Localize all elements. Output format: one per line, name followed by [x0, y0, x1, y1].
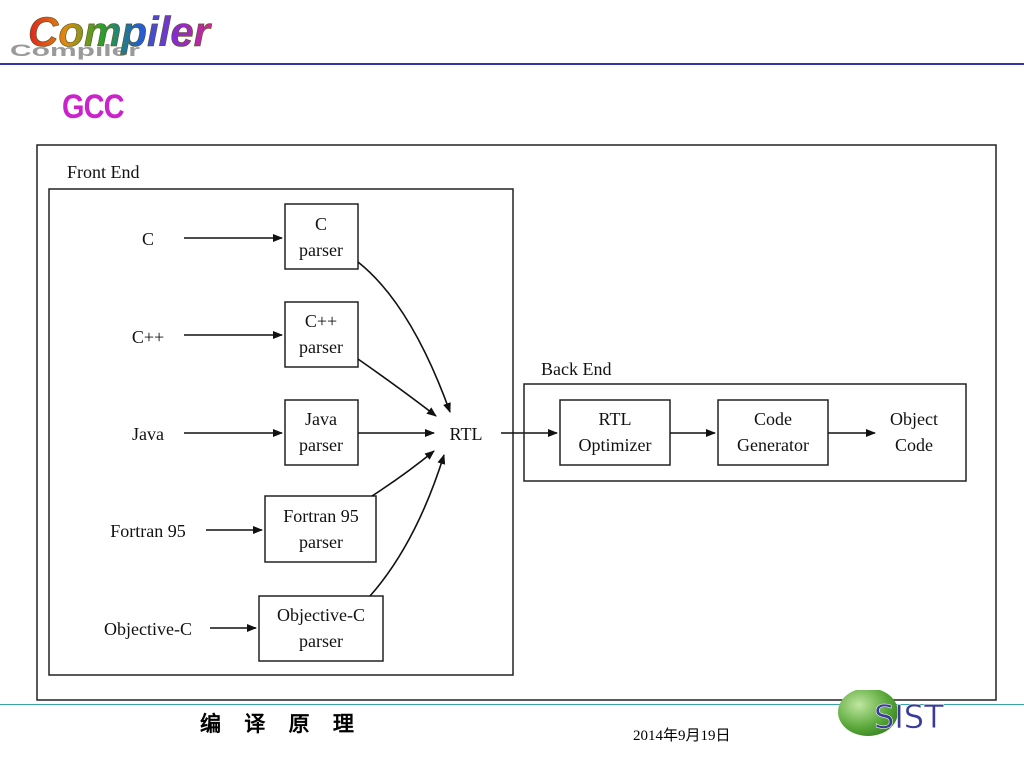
arrow-parser-to-rtl	[369, 454, 446, 597]
parser-name: Java	[305, 409, 337, 429]
parser-suffix: parser	[299, 337, 343, 357]
parser-suffix: parser	[299, 532, 343, 552]
slide-date: 2014年9月19日	[633, 728, 731, 744]
object-code-line2: Code	[895, 435, 933, 455]
language-label: C	[142, 229, 154, 249]
rtl-optimizer-line1: RTL	[599, 409, 632, 429]
arrow-parser-to-rtl	[371, 450, 435, 497]
arrow-parser-to-rtl	[357, 261, 451, 413]
code-generator-line2: Generator	[737, 435, 809, 455]
parser-name: Fortran 95	[283, 506, 359, 526]
parser-suffix: parser	[299, 435, 343, 455]
parser-name: C++	[305, 311, 337, 331]
code-generator-line1: Code	[754, 409, 792, 429]
back-end-label: Back End	[541, 359, 611, 379]
parser-box	[258, 595, 384, 662]
sist-logo-text: SIST	[874, 698, 944, 736]
parser-box	[284, 203, 359, 270]
compiler-logo-text: Compiler	[28, 8, 213, 55]
front-end-label: Front End	[67, 162, 140, 182]
rtl-optimizer-box	[559, 399, 671, 466]
footer-rule	[0, 704, 1024, 705]
rtl-label: RTL	[450, 424, 483, 444]
sist-logo-globe	[838, 690, 898, 736]
language-label: Fortran 95	[110, 521, 186, 541]
language-label: Objective-C	[104, 619, 192, 639]
rtl-optimizer-line2: Optimizer	[579, 435, 652, 455]
parser-suffix: parser	[299, 631, 343, 651]
gcc-diagram: Front End C C++ Java Fortran 95 Objectiv…	[36, 144, 997, 701]
parser-box	[284, 301, 359, 368]
sist-logo: SIST	[838, 690, 944, 736]
language-label: C++	[132, 327, 164, 347]
compiler-logo-shadow: Compiler	[10, 42, 141, 60]
slide-title: GCC	[62, 88, 125, 126]
back-end-box	[523, 383, 967, 482]
object-code-line1: Object	[890, 409, 938, 429]
front-end-box	[48, 188, 514, 676]
course-title: 编 译 原 理	[200, 711, 362, 736]
parser-name: C	[315, 214, 327, 234]
parser-name: Objective-C	[277, 605, 365, 625]
parser-suffix: parser	[299, 240, 343, 260]
arrow-parser-to-rtl	[357, 358, 437, 417]
compiler-logo: Compiler Compiler	[10, 8, 213, 60]
parser-box	[264, 495, 377, 563]
diagram-frame	[36, 144, 997, 701]
header-rule	[0, 63, 1024, 65]
language-label: Java	[132, 424, 164, 444]
